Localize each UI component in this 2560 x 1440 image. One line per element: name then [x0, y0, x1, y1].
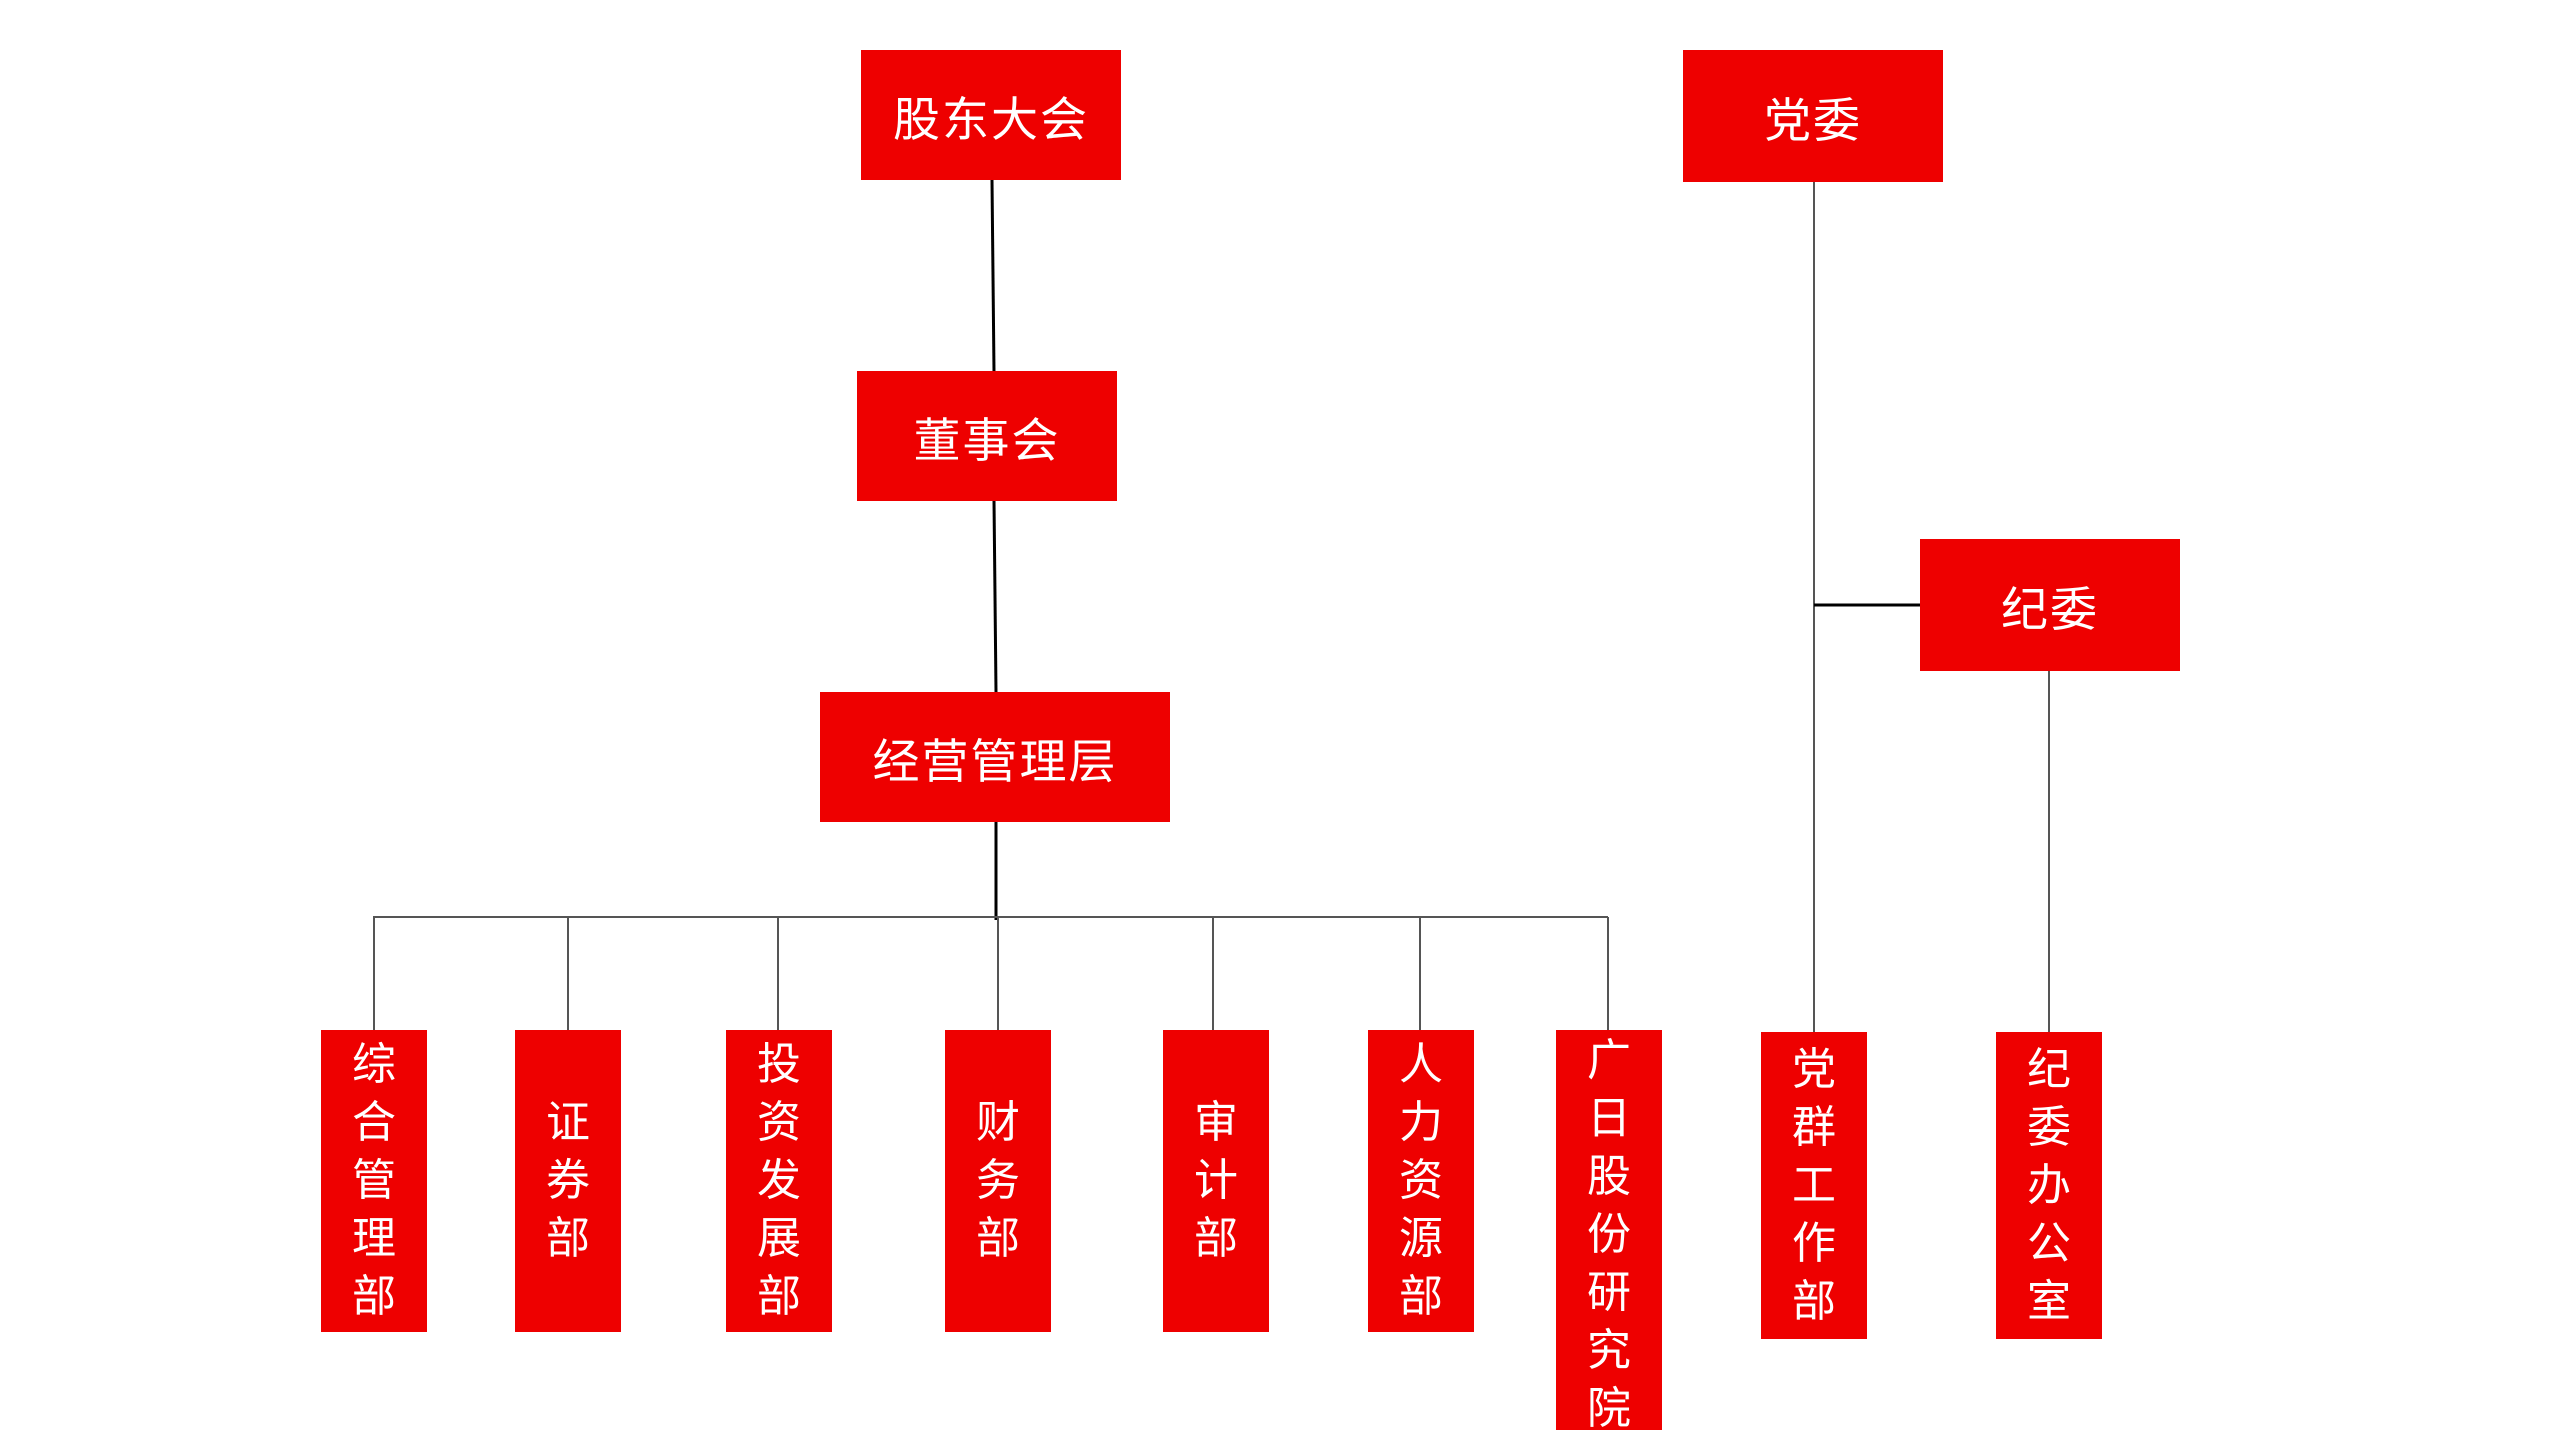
dept-party-work-label: 党群工作部	[1792, 1043, 1836, 1327]
dept-investment-development-label: 投资发展部	[757, 1039, 801, 1322]
dept-party-work: 党群工作部	[1761, 1032, 1867, 1339]
node-management-label: 经营管理层	[872, 734, 1118, 790]
line-shareholders-board	[990, 179, 996, 373]
dept-discipline-office: 纪委办公室	[1996, 1032, 2102, 1339]
node-board-label: 董事会	[913, 413, 1061, 469]
dept-finance: 财务部	[945, 1030, 1051, 1332]
dept-audit-label: 审计部	[1194, 1097, 1238, 1264]
node-shareholders: 股东大会	[861, 50, 1121, 180]
dept-discipline-office-label: 纪委办公室	[2027, 1043, 2071, 1327]
dept-general-management: 综合管理部	[321, 1030, 427, 1332]
dept-securities: 证券部	[515, 1030, 621, 1332]
node-party-committee-label: 党委	[1764, 93, 1862, 149]
line-board-management	[992, 499, 998, 693]
node-discipline-committee: 纪委	[1920, 539, 2180, 671]
node-board: 董事会	[857, 371, 1117, 501]
dept-finance-label: 财务部	[976, 1097, 1020, 1264]
node-party-committee: 党委	[1683, 50, 1943, 182]
dept-human-resources-label: 人力资源部	[1399, 1039, 1443, 1322]
dept-general-management-label: 综合管理部	[352, 1039, 396, 1322]
dept-audit: 审计部	[1163, 1030, 1269, 1332]
dept-human-resources: 人力资源部	[1368, 1030, 1474, 1332]
dept-investment-development: 投资发展部	[726, 1030, 832, 1332]
node-discipline-committee-label: 纪委	[2001, 582, 2099, 638]
dept-securities-label: 证券部	[546, 1097, 590, 1264]
dept-research-institute: 广日股份研究院	[1556, 1030, 1662, 1434]
node-shareholders-label: 股东大会	[893, 92, 1089, 148]
node-management: 经营管理层	[820, 692, 1170, 822]
dept-research-institute-label: 广日股份研究院	[1587, 1035, 1631, 1434]
